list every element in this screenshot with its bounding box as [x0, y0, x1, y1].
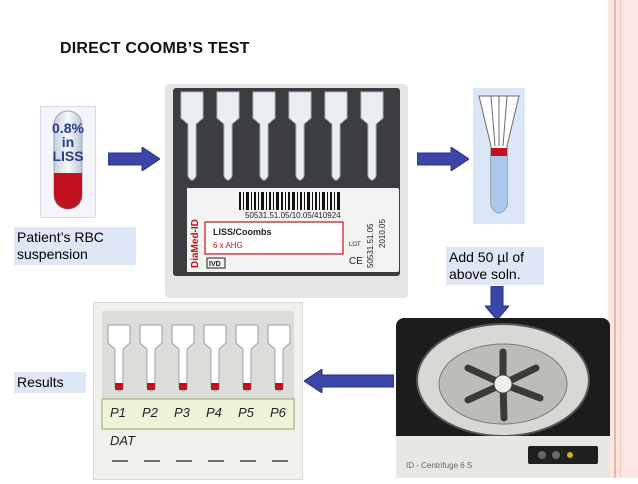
result-column-label: P2 — [142, 405, 159, 420]
gel-microtube-image — [473, 88, 525, 224]
results-card-image: P1 P2 P3 P4 P5 P6 DAT — [93, 302, 303, 480]
test-tube-illustration: 0.8% in LISS — [52, 110, 85, 210]
product-content: 6 x AHG — [213, 241, 243, 250]
rbc-suspension-label: Patient’s RBC suspension — [14, 227, 136, 265]
tube-text-line: 0.8% — [52, 120, 84, 136]
product-name: LISS/Coombs — [213, 227, 272, 237]
decorative-border-line — [620, 0, 621, 478]
arrow-right-icon — [108, 147, 160, 171]
rbc-suspension-tube-image: 0.8% in LISS — [40, 106, 96, 218]
add-solution-label: Add 50 µl of above soln. — [446, 247, 544, 285]
gel-card-label: 50531.51.05/10.05/410924 DiaMed-ID LISS/… — [187, 188, 399, 272]
results-label: Results — [14, 372, 86, 393]
microtube-illustration — [478, 95, 520, 214]
gel-card-body: 50531.51.05/10.05/410924 DiaMed-ID LISS/… — [173, 88, 400, 276]
lot-number: 50531.51.05 — [366, 223, 375, 268]
tube-text-line: LISS — [52, 148, 83, 164]
brand-name: DiaMed-ID — [190, 219, 201, 268]
arrow-left-icon — [304, 369, 394, 393]
tube-text-line: in — [62, 134, 74, 150]
result-column-label: P6 — [270, 405, 287, 420]
slide-title: DIRECT COOMB’S TEST — [60, 40, 250, 57]
result-column-label: P3 — [174, 405, 191, 420]
arrow-right-icon — [417, 147, 469, 171]
gel-microtubes — [180, 91, 384, 181]
result-column-label: P5 — [238, 405, 255, 420]
result-note: DAT — [110, 433, 136, 448]
centrifuge-illustration: ID - Centrifuge 6 S — [396, 323, 610, 478]
centrifuge-image: ID - Centrifuge 6 S — [396, 318, 610, 478]
gel-card-image: 50531.51.05/10.05/410924 DiaMed-ID LISS/… — [165, 84, 408, 298]
barcode-number: 50531.51.05/10.05/410924 — [245, 211, 341, 220]
expiry-date: 2010.05 — [378, 219, 387, 248]
ivd-mark: IVD — [209, 261, 221, 268]
lot-mark: LOT — [349, 242, 361, 248]
decorative-right-border — [608, 0, 638, 478]
results-card-illustration: P1 P2 P3 P4 P5 P6 DAT — [101, 311, 295, 462]
gel-card-label-graphics: 50531.51.05/10.05/410924 DiaMed-ID LISS/… — [187, 188, 387, 272]
arrow-down-icon — [485, 286, 509, 320]
result-column-label: P4 — [206, 405, 222, 420]
decorative-border-line — [614, 0, 616, 478]
result-column-label: P1 — [110, 405, 126, 420]
centrifuge-model: ID - Centrifuge 6 S — [406, 461, 472, 470]
ce-mark: CE — [349, 256, 363, 267]
